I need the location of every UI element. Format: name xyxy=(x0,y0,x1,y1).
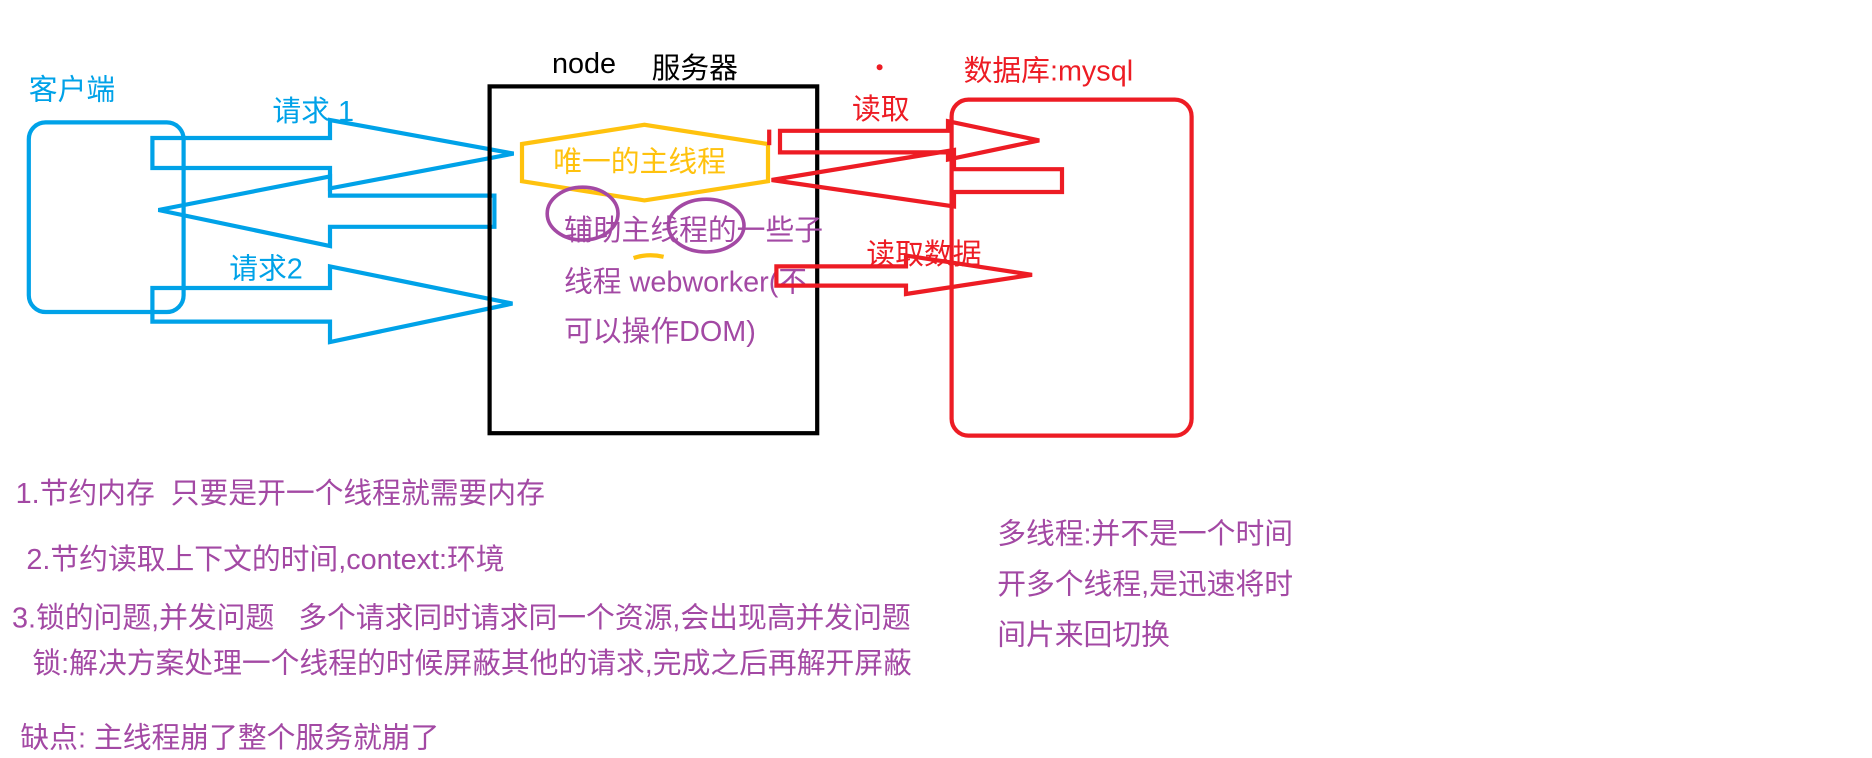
multithread-note-line-1: 多线程:并不是一个时间 xyxy=(997,519,1293,551)
database-dot xyxy=(876,64,883,71)
note-line-4: 锁:解决方案处理一个线程的时候屏蔽其他的请求,完成之后再解开屏蔽 xyxy=(32,648,911,680)
node-label: node xyxy=(552,48,616,80)
response-arrow xyxy=(157,173,497,249)
drawback-note: 缺点: 主线程崩了整个服务就崩了 xyxy=(20,723,439,755)
multithread-note-group: 多线程:并不是一个时间 开多个线程,是迅速将时 间片来回切换 xyxy=(997,519,1293,652)
note-line-3: 3.锁的问题,并发问题 多个请求同时请求同一个资源,会出现高并发问题 xyxy=(12,603,911,635)
read-data-arrow xyxy=(774,253,1033,297)
database-box xyxy=(949,97,1194,438)
request-1-label: 请求 1 xyxy=(272,96,354,128)
notes-group: 1.节约内存 只要是开一个线程就需要内存 2.节约读取上下文的时间,contex… xyxy=(12,478,912,755)
worker-note-line-2: 线程 webworker(不 xyxy=(564,267,807,299)
multithread-note-line-3: 间片来回切换 xyxy=(997,619,1170,651)
server-group: node 服务器 唯一的主线程 辅助主线程的一些子 线程 webworker(不… xyxy=(487,48,823,436)
return-arrow xyxy=(771,147,1065,209)
note-line-2: 2.节约读取上下文的时间,context:环境 xyxy=(26,544,504,576)
client-box xyxy=(26,120,186,315)
read-arrow xyxy=(777,118,1040,163)
client-group: 客户端 xyxy=(26,75,186,315)
main-thread-hexagon xyxy=(519,122,771,203)
read-label: 读取 xyxy=(852,94,910,126)
request-arrows: 请求 1 请求2 xyxy=(150,96,514,345)
request-1-arrow xyxy=(150,117,514,191)
main-thread-label: 唯一的主线程 xyxy=(553,147,726,179)
read-data-label: 读取数据 xyxy=(866,239,981,271)
request-2-arrow xyxy=(150,263,513,345)
database-group: 数据库:mysql 读取 读取数据 xyxy=(767,55,1194,438)
worker-note-line-3: 可以操作DOM) xyxy=(564,316,756,348)
worker-circle-1 xyxy=(545,185,620,242)
multithread-note-line-2: 开多个线程,是迅速将时 xyxy=(997,569,1293,601)
request-2-label: 请求2 xyxy=(229,253,303,285)
database-label: 数据库:mysql xyxy=(964,55,1134,87)
worker-mark xyxy=(632,253,665,261)
worker-note-line-1: 辅助主线程的一些子 xyxy=(564,215,823,247)
note-line-1: 1.节约内存 只要是开一个线程就需要内存 xyxy=(16,478,545,510)
server-box xyxy=(487,84,820,436)
client-label: 客户端 xyxy=(29,75,115,107)
worker-circle-2 xyxy=(666,197,746,254)
server-label: 服务器 xyxy=(652,53,738,85)
